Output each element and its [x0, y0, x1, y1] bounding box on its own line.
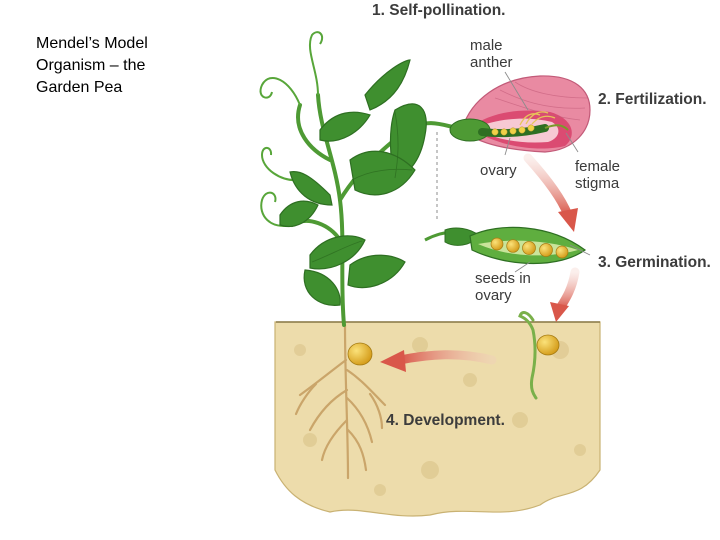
roots	[294, 323, 387, 480]
flower-cutaway	[449, 75, 591, 153]
step-number: 4.	[386, 412, 399, 429]
process-arrows	[380, 153, 580, 372]
step-fertilization: 2. Fertilization.	[598, 91, 707, 109]
planted-seed	[347, 342, 373, 366]
soil-texture	[294, 337, 586, 496]
step-germination: 3. Germination.	[598, 254, 711, 272]
label-male-anther: male anther	[470, 37, 513, 71]
leaves	[279, 59, 427, 306]
step-label: Self-pollination.	[389, 2, 506, 19]
label-female-stigma: female stigma	[575, 158, 621, 192]
tendrils	[259, 31, 324, 227]
slide-title: Mendel’s Model Organism – the Garden Pea	[36, 35, 148, 96]
step-number: 2.	[598, 91, 611, 108]
step-self-pollination: 1. Self-pollination.	[372, 2, 506, 20]
callout-lines	[504, 71, 579, 156]
step-number: 3.	[598, 254, 611, 271]
step-label: Fertilization.	[615, 91, 707, 108]
step-development: 4. Development.	[386, 412, 505, 430]
label-seeds-in-ovary: seeds in ovary	[475, 270, 531, 304]
seed-pod	[424, 226, 587, 265]
soil	[274, 321, 601, 517]
step-label: Germination.	[615, 254, 711, 271]
germinating-seed	[518, 311, 560, 400]
step-label: Development.	[403, 412, 505, 429]
label-ovary: ovary	[480, 162, 517, 179]
step-number: 1.	[372, 2, 385, 19]
